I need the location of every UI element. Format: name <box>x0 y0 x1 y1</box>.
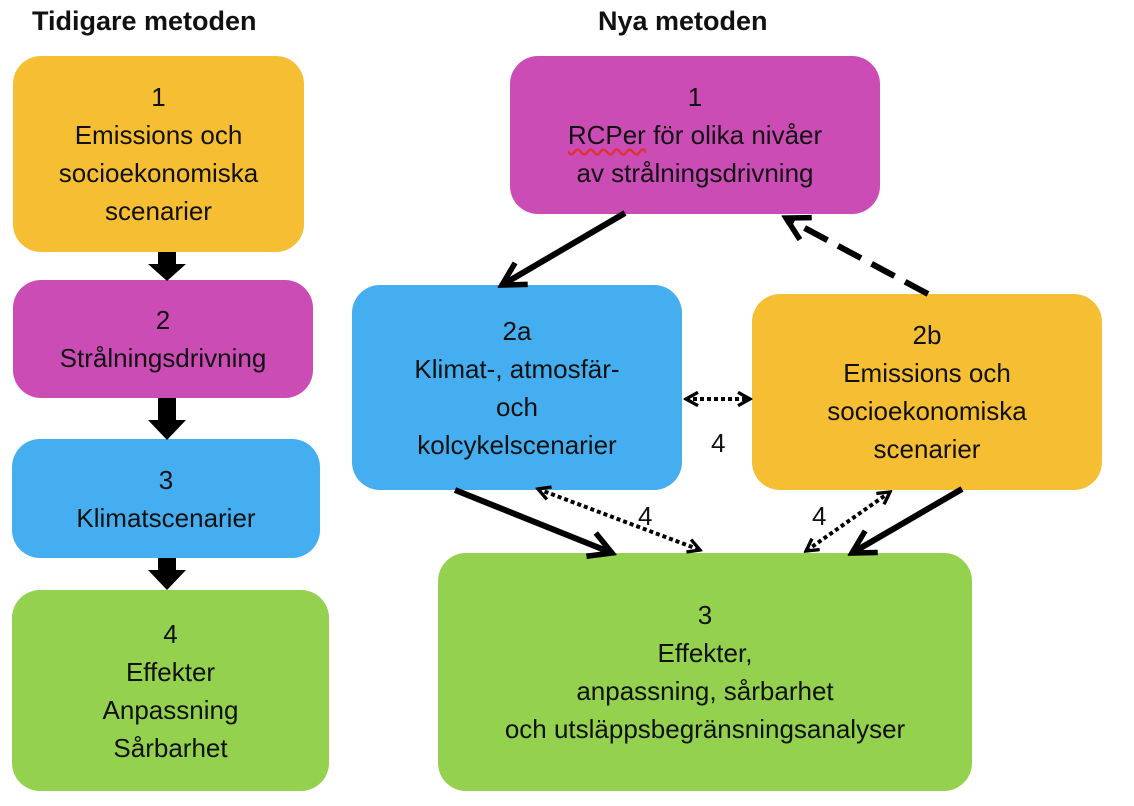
old-arrow-3-to-4 <box>148 558 186 590</box>
old-box-2-line-1: Strålningsdrivning <box>59 343 267 373</box>
new-box-2a-line-2: och <box>496 391 538 422</box>
old-box-4-line-2: Anpassning <box>102 694 239 725</box>
old-box-1-number: 1 <box>151 82 166 112</box>
new-box-2b-line-2: socioekonomiska <box>827 396 1027 426</box>
old-box-4-number: 4 <box>163 618 178 649</box>
old-box-3-climate-scenarios: 3 Klimatscenarier <box>12 439 320 558</box>
old-box-2-number: 2 <box>155 305 171 335</box>
old-box-3-number: 3 <box>158 464 174 495</box>
old-box-4-line-3: Sårbarhet <box>113 732 228 763</box>
old-box-1-emissions: 1 Emissions och socioekonomiska scenarie… <box>13 56 304 252</box>
new-box-1-line-1-rest: för olika nivåer <box>645 120 823 150</box>
old-arrow-1-to-2 <box>148 252 186 281</box>
new-box-1-line-1: RCPer för olika nivåer <box>568 116 822 154</box>
new-box-3-line-3: och utsläppsbegränsningsanalyser <box>504 714 906 744</box>
old-box-1-line-2: socioekonomiska <box>58 158 259 188</box>
old-box-3-line-1: Klimatscenarier <box>76 502 256 533</box>
new-box-3-line-1: Effekter, <box>657 638 753 668</box>
dotted-arrow-2a-3 <box>538 489 700 550</box>
old-box-4-line-1: Effekter <box>125 656 216 687</box>
new-box-1-number: 1 <box>687 82 703 112</box>
new-box-2a-climate: 2a Klimat-, atmosfär- och kolcykelscenar… <box>352 285 682 490</box>
new-box-2b-number: 2b <box>912 320 942 350</box>
new-box-3-number: 3 <box>697 600 713 630</box>
new-box-3-effects: 3 Effekter, anpassning, sårbarhet och ut… <box>438 553 972 791</box>
new-method-heading: Nya metoden <box>598 6 768 36</box>
new-box-2b-emissions: 2b Emissions och socioekonomiska scenari… <box>752 294 1102 490</box>
new-box-2b-line-3: scenarier <box>873 434 981 464</box>
new-box-2a-line-1: Klimat-, atmosfär- <box>414 353 620 384</box>
arrow-label-4-middle: 4 <box>711 428 726 458</box>
arrow-2b-to-3 <box>852 486 964 553</box>
new-box-2a-number: 2a <box>502 315 532 346</box>
old-box-1-line-1: Emissions och <box>74 120 243 150</box>
new-box-2b-line-1: Emissions och <box>843 358 1011 388</box>
new-box-3-line-2: anpassning, sårbarhet <box>576 676 834 706</box>
new-box-1-rcp: 1 RCPer för olika nivåer av strålningsdr… <box>510 56 880 214</box>
old-arrow-2-to-3 <box>148 398 186 440</box>
dotted-arrow-2b-3 <box>806 492 890 551</box>
arrow-2a-to-3 <box>453 487 612 553</box>
old-box-4-effects: 4 Effekter Anpassning Sårbarhet <box>12 590 329 791</box>
new-box-1-line-2: av strålningsdrivning <box>576 158 814 188</box>
new-box-2a-line-3: kolcykelscenarier <box>417 429 617 460</box>
old-method-heading: Tidigare metoden <box>32 6 257 36</box>
arrow-1-to-2a <box>502 210 627 285</box>
old-box-1-line-3: scenarier <box>105 196 212 226</box>
old-box-2-radiative-forcing: 2 Strålningsdrivning <box>13 280 313 398</box>
arrow-2b-to-1-dashed <box>786 218 930 297</box>
new-box-1-rcper: RCPer <box>567 120 646 150</box>
